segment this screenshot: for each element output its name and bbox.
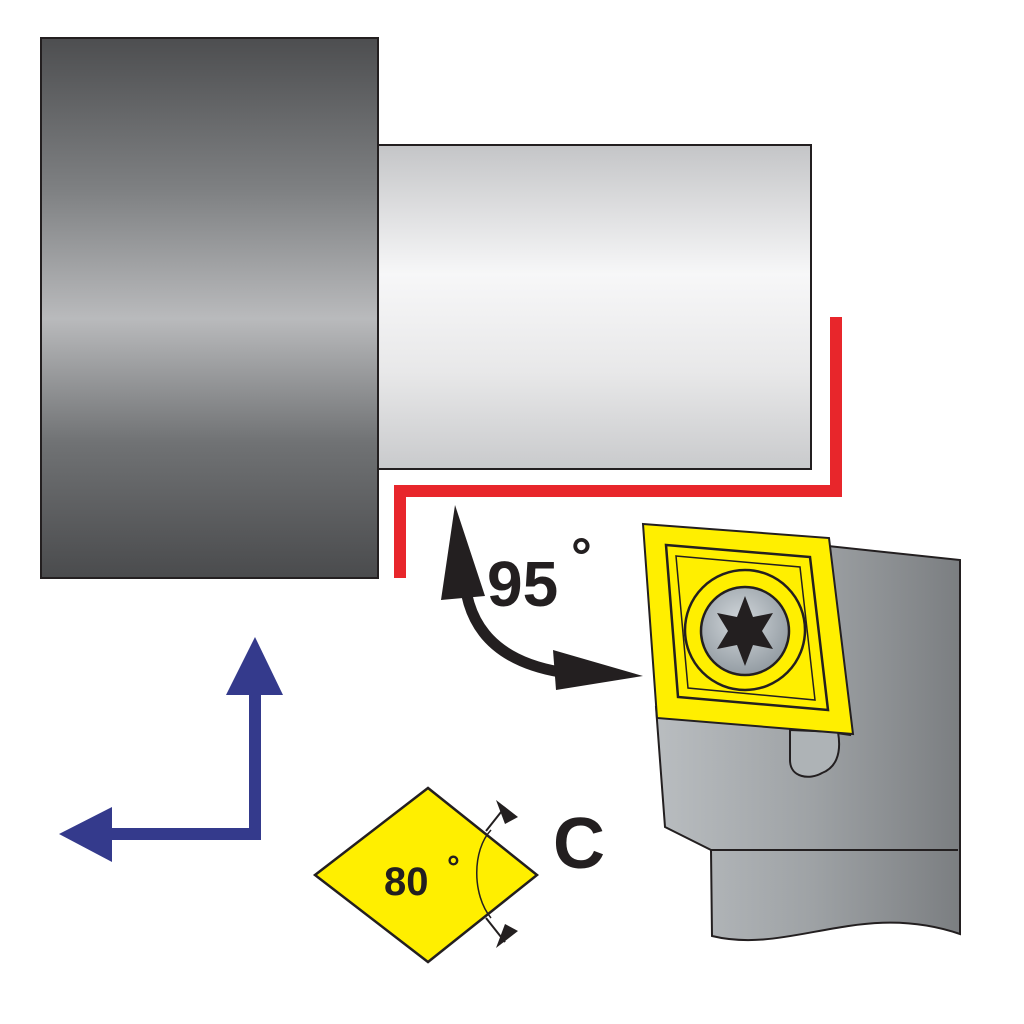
approach-angle-degree: °: [571, 528, 592, 586]
insert-angle-value: 80: [384, 860, 429, 904]
arrowhead-up: [441, 505, 485, 600]
insert-angle-degree: °: [447, 849, 460, 885]
axis-arrows-icon: [59, 637, 283, 862]
approach-angle-value: 95: [487, 548, 558, 620]
insert-inner-outline: [675, 555, 816, 701]
tool-path: [394, 317, 842, 578]
angle-arrowhead-bottom: [496, 924, 518, 948]
insert-seat-outline: [664, 543, 830, 712]
workpiece-large-diameter: [40, 37, 379, 579]
workpiece-shaft: [377, 144, 812, 470]
axis-arrowhead-left: [59, 807, 112, 862]
axis-arrowhead-up: [226, 637, 283, 695]
rhombus-insert-icon: [312, 786, 540, 964]
insert-shape-code: C: [553, 804, 605, 884]
axis-lines: [106, 688, 261, 840]
angle-arrowhead-top: [496, 800, 518, 824]
arrowhead-right: [553, 650, 643, 690]
torx-screw-icon: [717, 596, 773, 666]
angle-arc: [476, 829, 492, 919]
tool-holder-clamp-notch: [789, 728, 841, 778]
insert-shape-symbol: 80 °: [312, 786, 540, 964]
